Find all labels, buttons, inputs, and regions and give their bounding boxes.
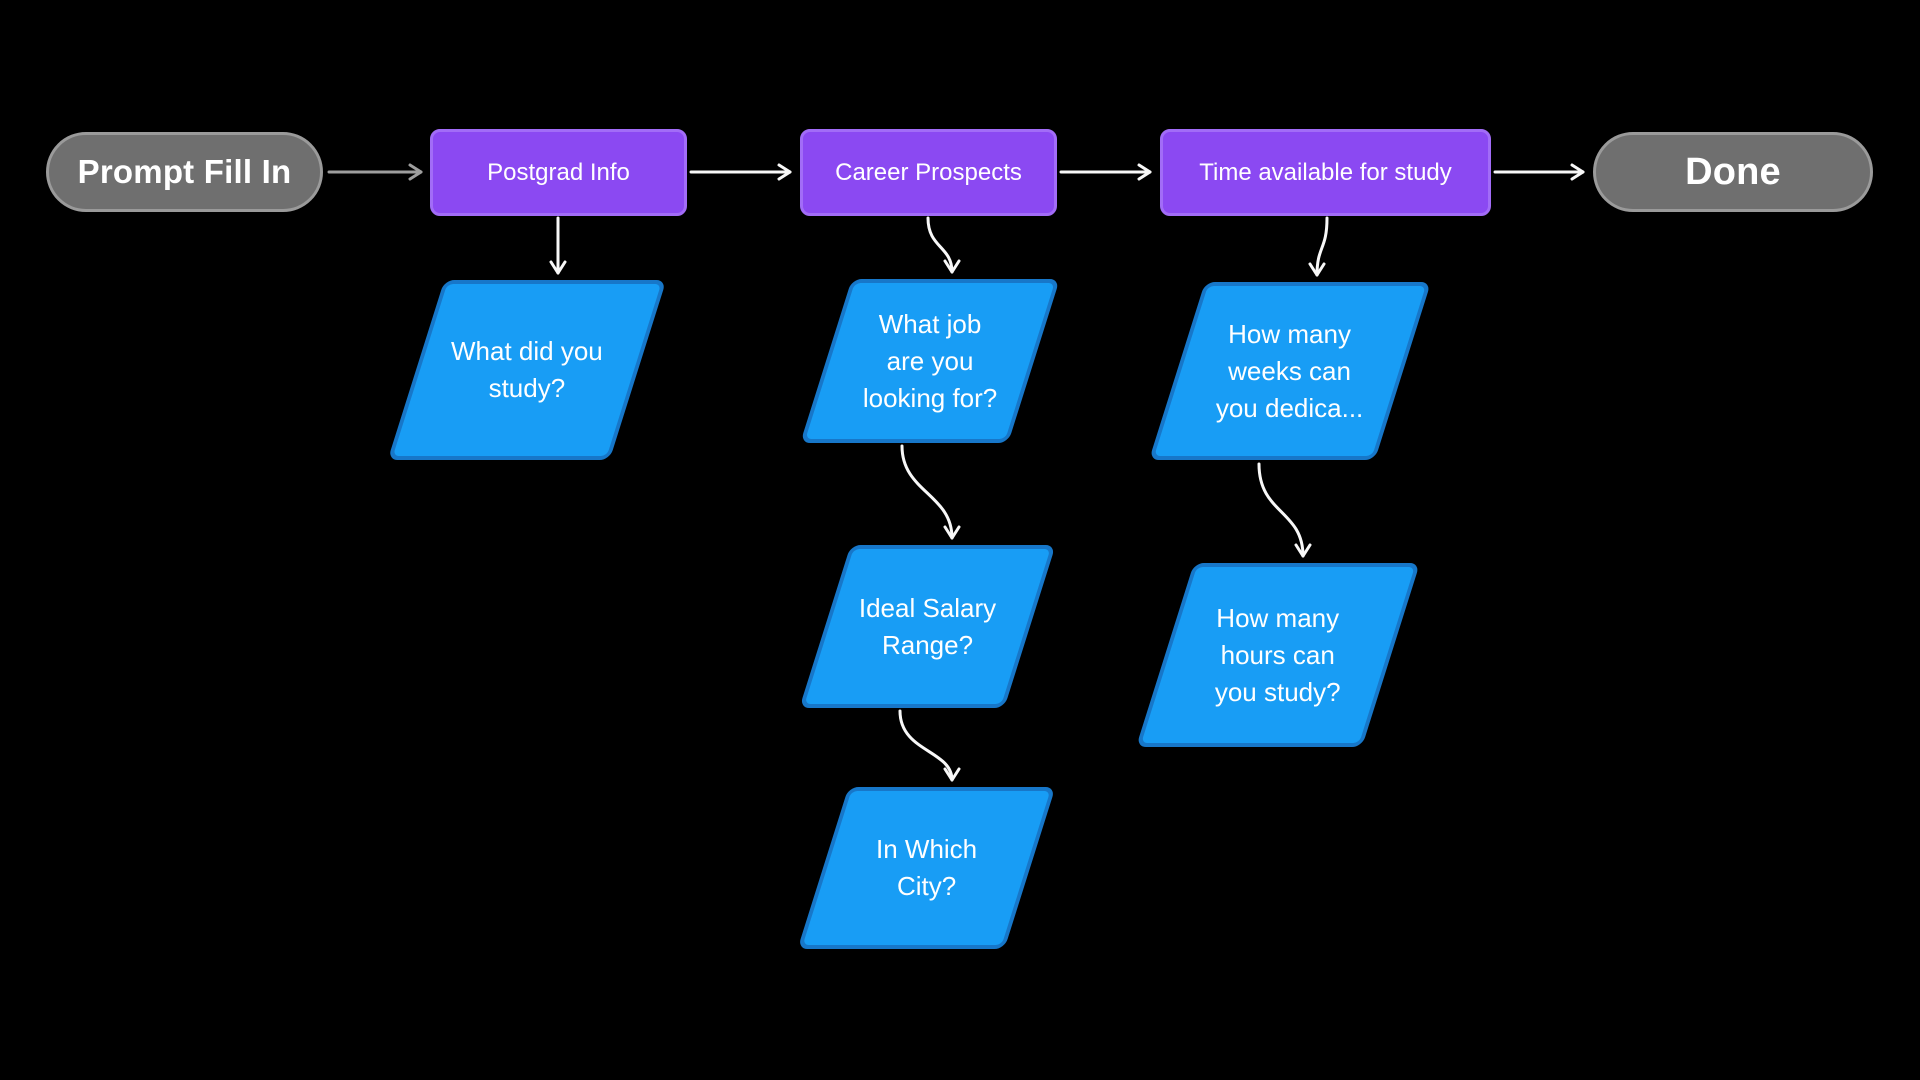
node-how-many-hours[interactable]: How many hours can you study? xyxy=(1135,563,1421,747)
node-prompt-fill-in[interactable]: Prompt Fill In xyxy=(46,132,323,212)
node-postgrad-info-label: Postgrad Info xyxy=(487,158,630,186)
node-ideal-salary-range[interactable]: Ideal Salary Range? xyxy=(799,545,1056,708)
node-what-job-label: What job are you looking for? xyxy=(862,308,998,413)
node-ideal-salary-label: Ideal Salary Range? xyxy=(858,592,997,660)
node-how-many-hours-label: How many hours can you study? xyxy=(1215,602,1341,707)
node-done-label: Done xyxy=(1685,150,1781,193)
node-time-available-label: Time available for study xyxy=(1199,158,1452,186)
node-career-prospects-label: Career Prospects xyxy=(835,158,1022,186)
node-prompt-fill-in-label: Prompt Fill In xyxy=(77,153,292,190)
edge-time-to-weeks xyxy=(1308,216,1329,277)
node-how-many-weeks[interactable]: How many weeks can you dedica... xyxy=(1148,282,1432,460)
node-what-job-looking-for[interactable]: What job are you looking for? xyxy=(800,279,1060,443)
node-career-prospects[interactable]: Career Prospects xyxy=(800,129,1057,216)
node-postgrad-info[interactable]: Postgrad Info xyxy=(430,129,687,216)
edge-career-to-what-job xyxy=(926,216,961,274)
node-time-available-for-study[interactable]: Time available for study xyxy=(1160,129,1491,216)
node-in-which-city[interactable]: In Which City? xyxy=(797,787,1056,949)
edge-weeks-to-hours xyxy=(1257,462,1312,558)
node-done[interactable]: Done xyxy=(1593,132,1873,212)
edge-salary-to-city xyxy=(898,709,961,782)
node-what-did-you-study[interactable]: What did you study? xyxy=(387,280,667,460)
edge-what-job-to-salary xyxy=(900,444,961,540)
node-in-which-city-label: In Which City? xyxy=(875,834,978,901)
node-how-many-weeks-label: How many weeks can you dedica... xyxy=(1216,318,1364,423)
node-what-did-you-study-label: What did you study? xyxy=(451,336,603,403)
